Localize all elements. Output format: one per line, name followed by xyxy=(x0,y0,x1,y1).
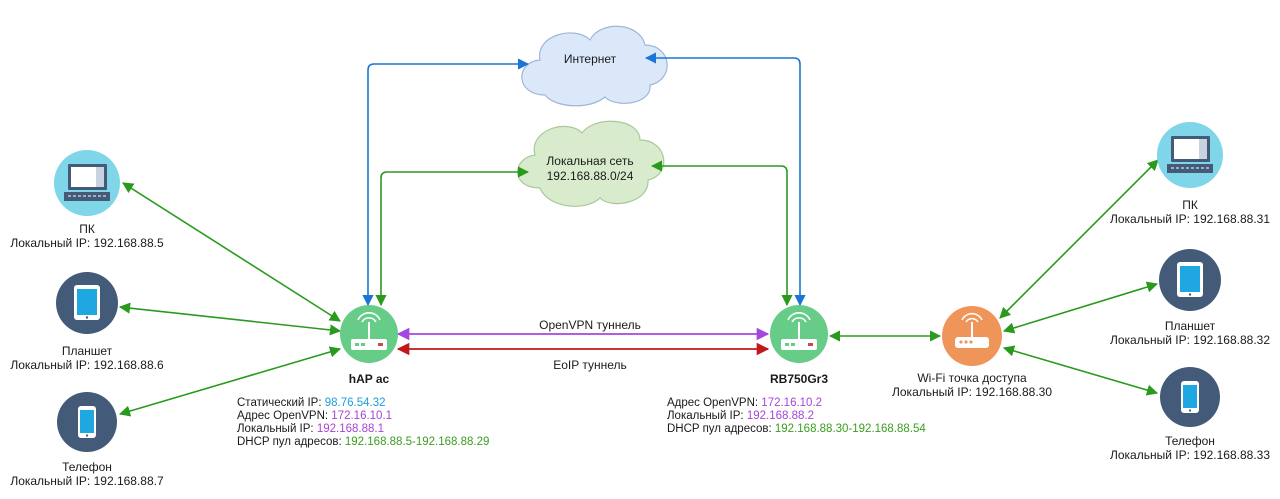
hap-dhcp-label: DHCP пул адресов: xyxy=(237,436,342,448)
right-phone-ip: Локальный IP: 192.168.88.33 xyxy=(1109,448,1271,462)
right-phone-name: Телефон xyxy=(1165,434,1215,448)
left-phone-icon xyxy=(57,392,117,452)
openvpn-tunnel-label: OpenVPN туннель xyxy=(539,318,641,332)
rb-dhcp-label: DHCP пул адресов: xyxy=(667,423,772,435)
left-tablet-ip: Локальный IP: 192.168.88.6 xyxy=(10,358,164,372)
rb750gr3-info: Адрес OpenVPN: 172.16.10.2 Локальный IP:… xyxy=(667,397,926,436)
rb-openvpn-label: Адрес OpenVPN: xyxy=(667,397,759,409)
right-pc-ip: Локальный IP: 192.168.88.31 xyxy=(1109,212,1271,226)
link-right-tablet xyxy=(1002,281,1159,334)
rb-dhcp-value: 192.168.88.30-192.168.88.54 xyxy=(774,423,926,435)
rb-dhcp-row: DHCP пул адресов: 192.168.88.30-192.168.… xyxy=(667,423,926,436)
right-tablet-name: Планшет xyxy=(1164,319,1216,333)
left-pc-icon xyxy=(54,150,120,216)
hap-openvpn-label: Адрес OpenVPN: xyxy=(237,410,329,422)
router-rb750gr3-icon xyxy=(770,305,828,363)
left-pc-ip: Локальный IP: 192.168.88.5 xyxy=(10,236,164,250)
left-pc-name: ПК xyxy=(79,222,95,236)
right-pc-icon xyxy=(1157,122,1223,188)
right-pc-name: ПК xyxy=(1182,198,1198,212)
rb-local-ip-value: 192.168.88.2 xyxy=(746,410,814,422)
right-tablet-ip: Локальный IP: 192.168.88.32 xyxy=(1109,333,1271,347)
right-phone-icon xyxy=(1160,367,1220,427)
link-hap-lan xyxy=(375,166,530,307)
link-left-tablet xyxy=(118,302,342,336)
router-rb750gr3-name: RB750Gr3 xyxy=(769,372,829,386)
lan-label-name: Локальная сеть xyxy=(546,154,634,168)
ap-name: Wi-Fi точка доступа xyxy=(917,371,1027,385)
link-left-pc xyxy=(122,182,341,322)
link-left-phone xyxy=(118,346,342,417)
hap-dhcp-row: DHCP пул адресов: 192.168.88.5-192.168.8… xyxy=(237,436,489,449)
lan-cloud xyxy=(517,120,665,207)
hap-static-ip-row: Статический IP: 98.76.54.32 xyxy=(237,397,489,410)
rb-local-ip-label: Локальный IP: xyxy=(667,410,744,422)
hap-local-ip-label: Локальный IP: xyxy=(237,423,314,435)
link-right-phone xyxy=(1002,345,1159,396)
hap-openvpn-value: 172.16.10.1 xyxy=(331,410,393,422)
lan-label-subnet: 192.168.88.0/24 xyxy=(546,169,634,183)
router-hap-ac-icon xyxy=(340,305,398,363)
link-hap-internet xyxy=(362,58,530,307)
left-tablet-icon xyxy=(56,272,118,334)
hap-ac-info: Статический IP: 98.76.54.32 Адрес OpenVP… xyxy=(237,397,489,449)
link-rb-lan xyxy=(650,160,793,307)
link-right-pc xyxy=(999,159,1159,319)
wifi-access-point-icon xyxy=(942,306,1002,366)
hap-openvpn-row: Адрес OpenVPN: 172.16.10.1 xyxy=(237,410,489,423)
router-hap-ac-name: hAP ac xyxy=(348,372,390,386)
left-phone-name: Телефон xyxy=(62,460,112,474)
ap-ip: Локальный IP: 192.168.88.30 xyxy=(892,385,1053,399)
link-rb-internet xyxy=(644,52,806,307)
hap-static-ip-label: Статический IP: xyxy=(237,397,322,409)
rb-openvpn-value: 172.16.10.2 xyxy=(761,397,823,409)
internet-cloud xyxy=(521,25,668,107)
right-tablet-icon xyxy=(1159,249,1221,311)
hap-static-ip-value: 98.76.54.32 xyxy=(324,397,386,409)
eoip-tunnel-label: EoIP туннель xyxy=(553,358,627,372)
rb-openvpn-row: Адрес OpenVPN: 172.16.10.2 xyxy=(667,397,926,410)
rb-local-ip-row: Локальный IP: 192.168.88.2 xyxy=(667,410,926,423)
left-tablet-name: Планшет xyxy=(61,344,113,358)
internet-label: Интернет xyxy=(563,52,617,66)
hap-dhcp-value: 192.168.88.5-192.168.88.29 xyxy=(344,436,490,448)
hap-local-ip-row: Локальный IP: 192.168.88.1 xyxy=(237,423,489,436)
hap-local-ip-value: 192.168.88.1 xyxy=(316,423,384,435)
left-phone-ip: Локальный IP: 192.168.88.7 xyxy=(10,474,164,488)
